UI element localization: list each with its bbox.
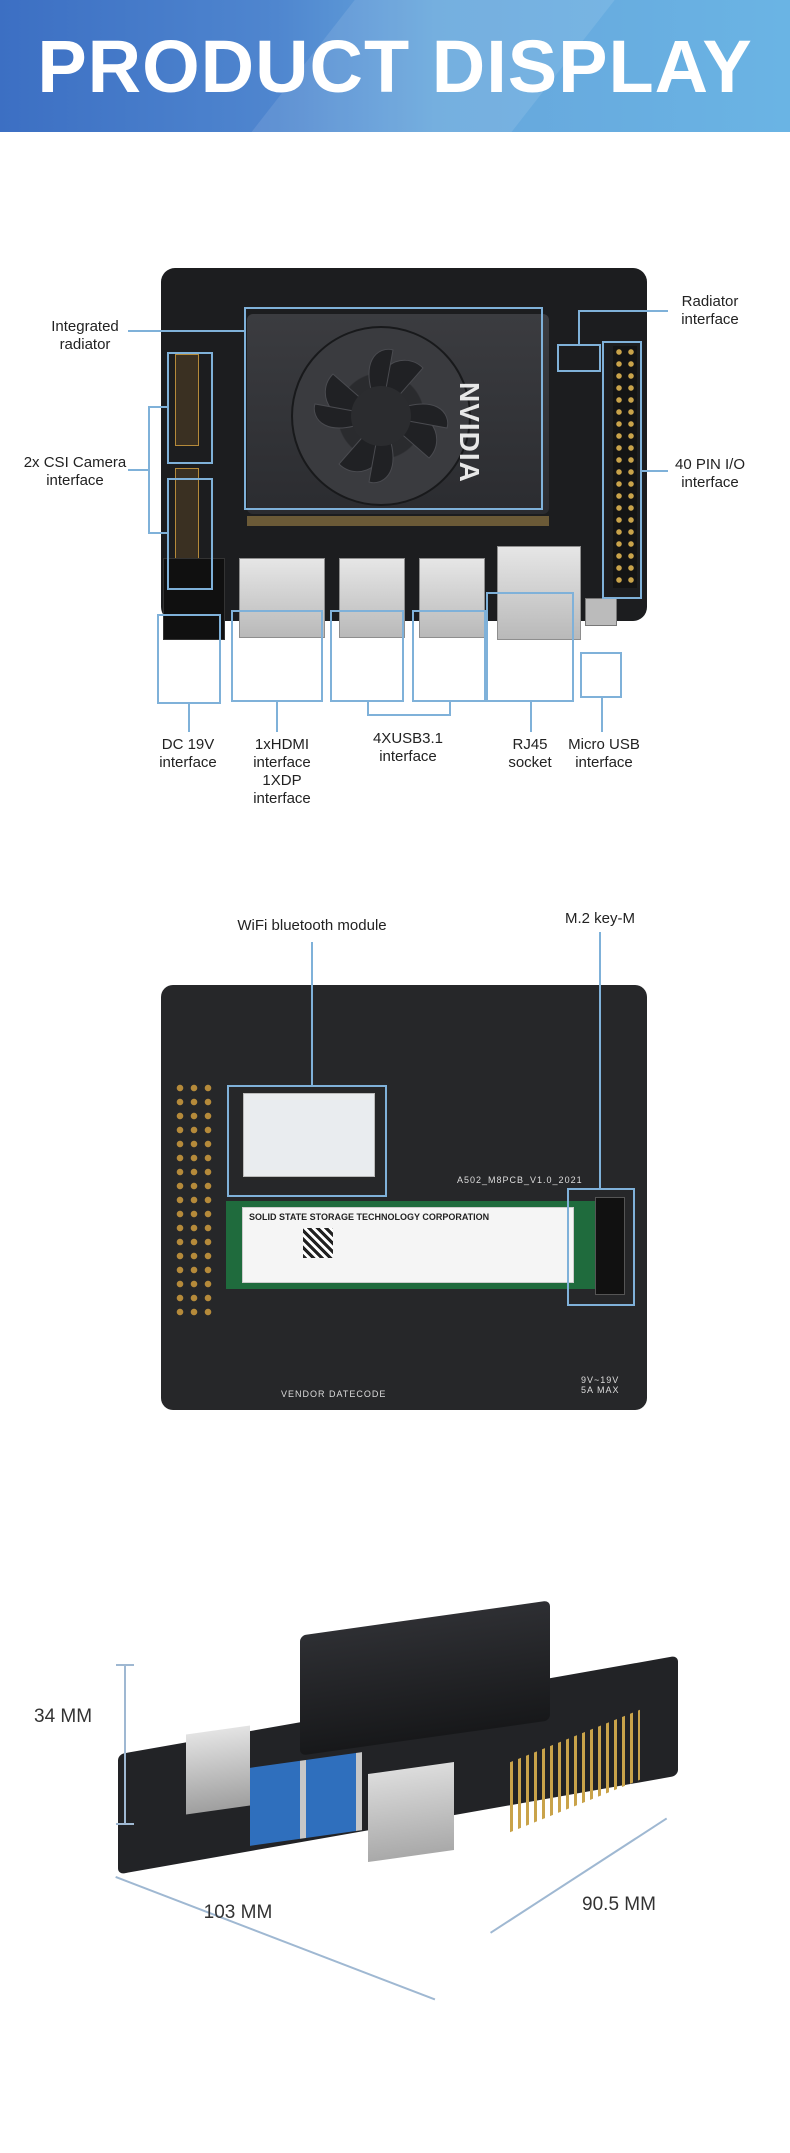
header-banner: PRODUCT DISPLAY xyxy=(0,0,790,132)
iso-hdmi xyxy=(186,1725,250,1815)
ssd-card: SOLID STATE STORAGE TECHNOLOGY CORPORATI… xyxy=(226,1201,606,1289)
label-rj45: RJ45 socket xyxy=(508,736,552,771)
label-csi-camera: 2x CSI Camera interface xyxy=(23,454,127,489)
usb-port-1 xyxy=(339,558,405,638)
power-note: 9V~19V 5A MAX xyxy=(581,1375,620,1395)
iso-usb-stack xyxy=(250,1752,362,1846)
wifi-card xyxy=(243,1093,375,1177)
leader-csi-top xyxy=(148,406,168,408)
highlight-radiator xyxy=(244,307,543,510)
leader-40pin xyxy=(642,470,668,472)
dim-height-tick-top xyxy=(116,1664,134,1666)
highlight-usb-2 xyxy=(412,610,486,702)
dimension-height: 34 MM xyxy=(34,1706,93,1727)
dimension-width: 90.5 MM xyxy=(582,1894,656,1915)
m2-connector xyxy=(595,1197,625,1295)
label-m2: M.2 key-M xyxy=(564,910,635,927)
highlight-rj45 xyxy=(486,592,574,702)
pcb-code: A502_M8PCB_V1.0_2021 xyxy=(457,1175,583,1185)
label-hdmi: 1xHDMI interface 1XDP interface xyxy=(253,736,311,807)
label-usb: 4XUSB3.1 interface xyxy=(372,730,444,765)
label-integrated-radiator: Integrated radiator xyxy=(51,318,119,353)
dim-height-tick-bot xyxy=(116,1823,134,1825)
micro-usb-port xyxy=(585,598,617,626)
highlight-radiator-interface xyxy=(557,344,601,372)
leader-csi-bracket xyxy=(148,406,150,534)
leader-usb-h xyxy=(367,714,451,716)
leader-dc xyxy=(188,704,190,732)
label-radiator-interface: Radiator interface xyxy=(681,293,739,328)
gpio-header-pins xyxy=(613,346,637,588)
label-40pin: 40 PIN I/O interface xyxy=(674,456,746,491)
dim-length-line xyxy=(115,1876,436,2001)
leader-csi-h xyxy=(128,469,148,471)
usb-port-2 xyxy=(419,558,485,638)
leader-radiator-interface-v xyxy=(578,310,580,344)
highlight-csi-2 xyxy=(167,478,213,590)
label-micro-usb: Micro USB interface xyxy=(568,736,640,771)
leader-wifi xyxy=(311,942,313,1085)
dc-jack-port xyxy=(163,558,225,640)
dimension-length: 103 MM xyxy=(203,1902,273,1923)
highlight-csi-1 xyxy=(167,352,213,464)
page-title: PRODUCT DISPLAY xyxy=(37,25,753,108)
board-ribbon-strip xyxy=(247,516,549,526)
leader-radiator xyxy=(128,330,246,332)
highlight-usb-1 xyxy=(330,610,404,702)
highlight-m2 xyxy=(567,1188,635,1306)
fan-icon xyxy=(291,326,471,506)
pin-holes-left xyxy=(173,1081,217,1321)
ssd-qr-code xyxy=(303,1228,333,1258)
ssd-title: SOLID STATE STORAGE TECHNOLOGY CORPORATI… xyxy=(249,1212,490,1222)
csi-connector-1 xyxy=(175,354,199,446)
integrated-radiator-heatsink: NVIDIA xyxy=(247,314,549,514)
vendor-datecode: VENDOR DATECODE xyxy=(281,1389,387,1399)
highlight-micro-usb xyxy=(580,652,622,698)
highlight-dc xyxy=(157,614,221,704)
highlight-wifi xyxy=(227,1085,387,1197)
leader-m2 xyxy=(599,932,601,1188)
label-dc: DC 19V interface xyxy=(159,736,217,771)
ssd-sticker: SOLID STATE STORAGE TECHNOLOGY CORPORATI… xyxy=(242,1207,574,1283)
leader-micro-usb xyxy=(601,698,603,732)
board-bottom-view: SOLID STATE STORAGE TECHNOLOGY CORPORATI… xyxy=(161,985,647,1410)
leader-usb-v2 xyxy=(449,702,451,716)
hdmi-dp-port xyxy=(239,558,325,638)
dim-width-line xyxy=(490,1817,668,1934)
highlight-hdmi xyxy=(231,610,323,702)
leader-csi-bot xyxy=(148,532,168,534)
highlight-40pin xyxy=(602,341,642,599)
board-top-view: NVIDIA xyxy=(161,268,647,640)
leader-hdmi xyxy=(276,702,278,732)
leader-radiator-interface xyxy=(578,310,668,312)
iso-rj45 xyxy=(368,1761,454,1863)
leader-usb-v1 xyxy=(367,702,369,716)
leader-rj45 xyxy=(530,702,532,732)
dim-height-line xyxy=(124,1664,126,1824)
label-wifi: WiFi bluetooth module xyxy=(237,917,387,934)
